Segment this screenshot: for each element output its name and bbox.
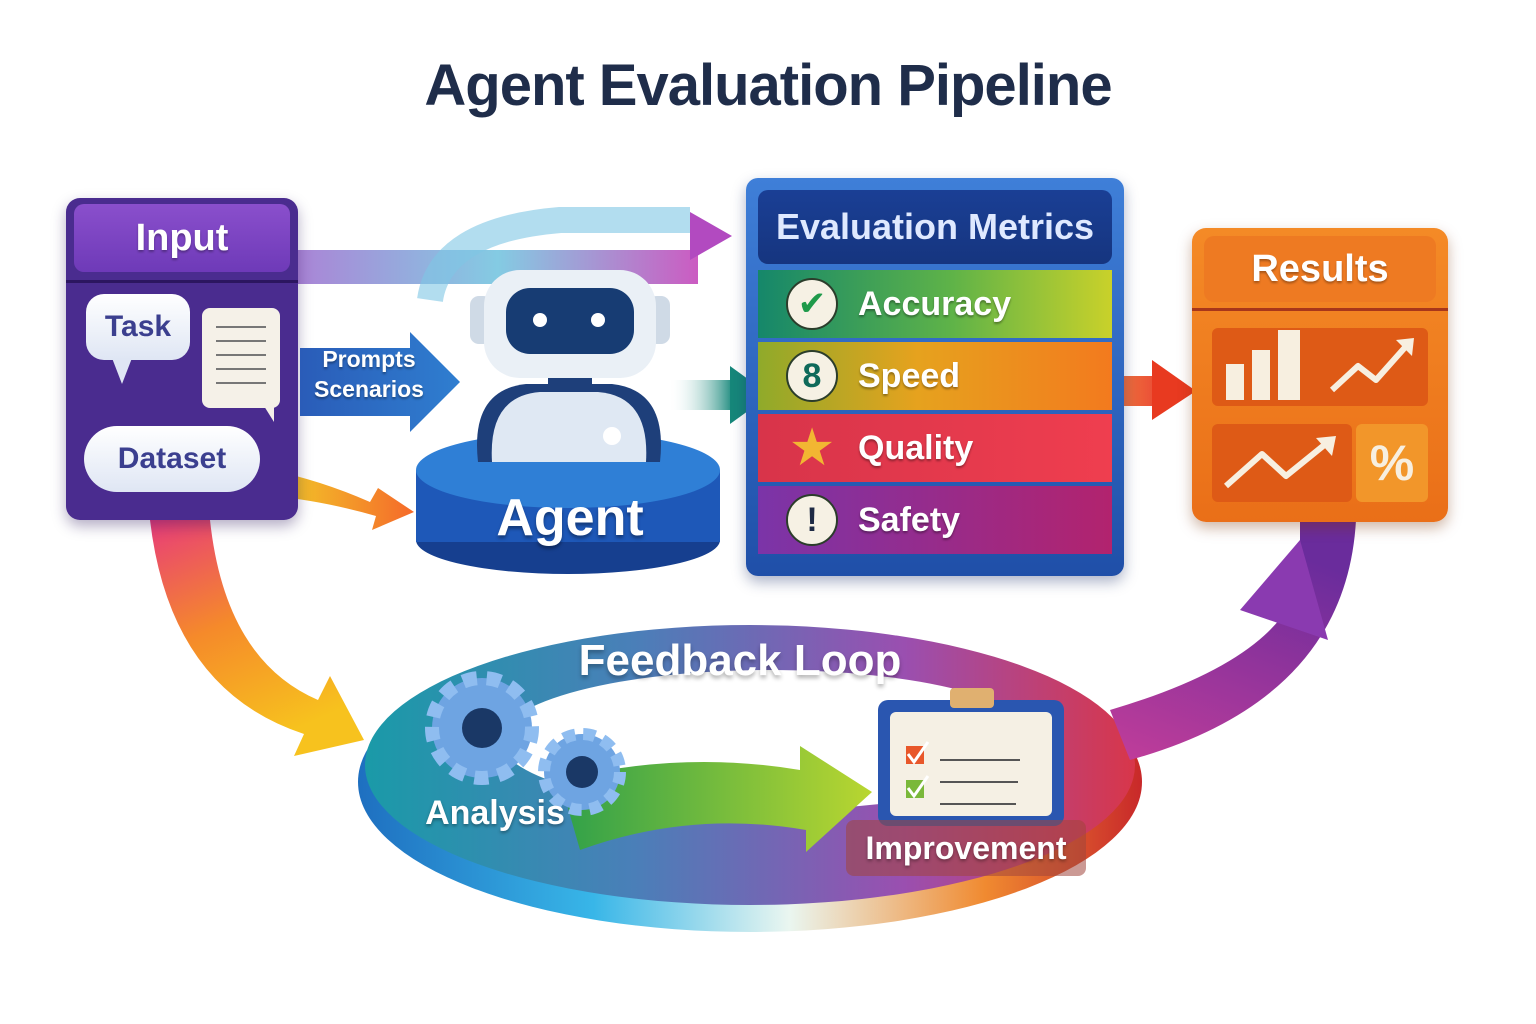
cloud-icon: Dataset	[84, 396, 260, 492]
checkmark-icon: ✔	[786, 278, 838, 330]
metric-label: Speed	[858, 357, 961, 395]
arrow-dataset-to-agent	[270, 470, 414, 530]
results-divider	[1192, 308, 1448, 311]
improvement-label: Improvement	[846, 820, 1086, 876]
input-card: Input Task Dataset	[66, 198, 298, 520]
arrow-results-to-loop	[1110, 520, 1356, 760]
exclamation-icon: !	[786, 494, 838, 546]
arrow-metrics-to-results	[1152, 360, 1196, 420]
results-header: Results	[1204, 236, 1436, 302]
bar-chart-icon	[1226, 330, 1300, 400]
dataset-label: Dataset	[117, 442, 227, 475]
speech-bubble-icon: Task	[86, 294, 190, 384]
input-divider	[66, 280, 298, 283]
prompts-label: Prompts	[322, 346, 416, 372]
results-card: Results %	[1192, 228, 1448, 522]
agent-label: Agent	[496, 489, 644, 547]
metric-label: Quality	[858, 429, 974, 467]
metric-safety: ! Safety	[758, 486, 1112, 554]
clipboard-icon	[878, 688, 1064, 826]
scenarios-label: Scenarios	[314, 376, 424, 402]
results-bottom-left-panel	[1212, 424, 1352, 502]
page-title: Agent Evaluation Pipeline	[424, 53, 1112, 118]
prompts-arrow	[300, 332, 460, 432]
prompts-scenarios-label: Prompts Scenarios	[304, 344, 434, 404]
task-label: Task	[104, 310, 172, 343]
metric-label: Safety	[858, 501, 961, 539]
gears-icon	[425, 671, 626, 816]
document-note-icon	[202, 308, 280, 422]
star-icon: ★	[788, 419, 836, 477]
arrow-head-top	[690, 212, 732, 260]
metrics-header: Evaluation Metrics	[758, 190, 1112, 264]
robot-icon	[470, 270, 670, 462]
metric-speed: 8 Speed	[758, 342, 1112, 410]
analysis-label: Analysis	[425, 794, 565, 832]
results-top-panel	[1212, 328, 1428, 406]
trend-up-icon	[1329, 338, 1414, 393]
evaluation-metrics-panel: Evaluation Metrics ✔ Accuracy 8 Speed ★ …	[746, 178, 1124, 576]
trend-line-icon	[1224, 436, 1336, 489]
stopwatch-icon: 8	[786, 350, 838, 402]
metric-accuracy: ✔ Accuracy	[758, 270, 1112, 338]
feedback-loop-title: Feedback Loop	[578, 636, 902, 685]
metric-label: Accuracy	[858, 285, 1012, 323]
percent-icon: %	[1356, 424, 1428, 502]
input-header: Input	[74, 204, 290, 272]
metric-quality: ★ Quality	[758, 414, 1112, 482]
arrow-input-to-loop	[150, 520, 364, 756]
arrow-analysis-to-improvement	[560, 746, 872, 852]
